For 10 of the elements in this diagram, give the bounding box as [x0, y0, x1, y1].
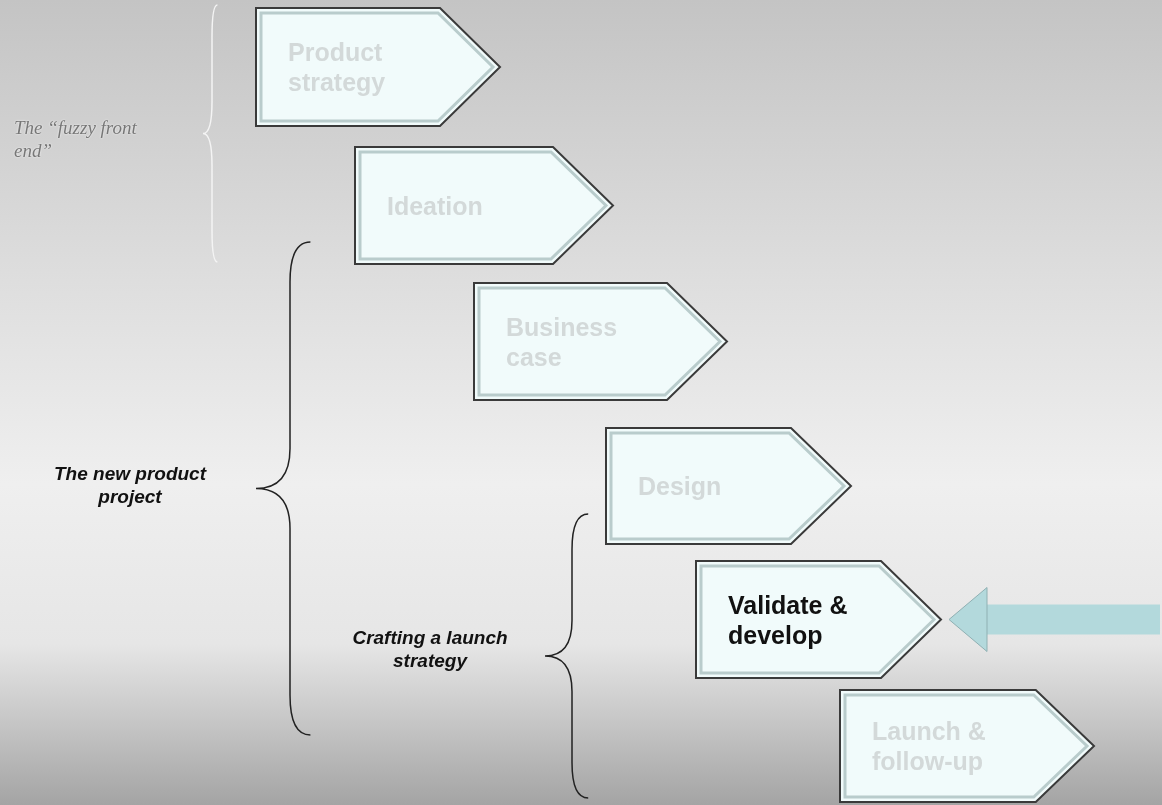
process-arrow-shape [840, 690, 1094, 802]
process-arrow-shape [474, 283, 727, 400]
process-arrow-shape [256, 8, 500, 126]
process-arrow-shape [355, 147, 613, 264]
bracket-label: The “fuzzy front end” [14, 116, 138, 162]
process-arrow-shape [696, 561, 941, 678]
process-arrow-shape [606, 428, 851, 544]
bracket-label: Crafting a launch strategy [351, 626, 509, 672]
bracket-label: The new product project [53, 462, 208, 508]
step-label: Validate & develop [728, 589, 849, 650]
